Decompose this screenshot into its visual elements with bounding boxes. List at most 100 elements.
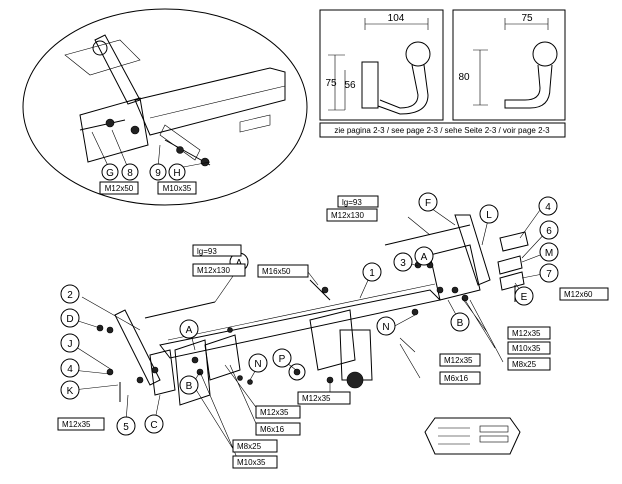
- svg-text:7: 7: [546, 269, 552, 280]
- label-m12x130-left: M12x130: [192, 263, 246, 277]
- svg-text:56: 56: [344, 80, 356, 91]
- svg-text:75: 75: [325, 78, 337, 89]
- svg-text:6: 6: [546, 226, 552, 237]
- svg-text:M10x35: M10x35: [237, 458, 266, 467]
- label-m12x60: M12x60: [559, 287, 609, 301]
- svg-text:4: 4: [67, 364, 73, 375]
- svg-text:75: 75: [521, 13, 533, 24]
- callout-N-1: N: [376, 316, 396, 336]
- svg-text:M16x50: M16x50: [262, 267, 291, 276]
- svg-text:8: 8: [127, 168, 133, 179]
- dimension-panel-right: 75 80: [452, 9, 566, 121]
- label-m12x35-left: M12x35: [57, 417, 105, 431]
- label-m10x35: [157, 181, 197, 195]
- svg-text:P: P: [279, 354, 286, 365]
- callout-L: L: [479, 204, 499, 224]
- callout-C: C: [144, 414, 164, 434]
- svg-text:1: 1: [369, 268, 375, 279]
- label-m6x16-mid: M6x16: [439, 371, 481, 385]
- svg-text:lg=93: lg=93: [342, 198, 362, 207]
- callout-2: 2: [60, 284, 80, 304]
- dimension-panel-left: 104 75 56: [319, 9, 444, 121]
- callout-9: [149, 163, 167, 181]
- main-assembly: [71, 205, 549, 461]
- svg-text:J: J: [68, 339, 73, 350]
- svg-text:4: 4: [545, 202, 551, 213]
- label-m8x25-right: M8x25: [507, 357, 551, 371]
- svg-text:zie pagina 2-3 / see page 2-3: zie pagina 2-3 / see page 2-3 / sehe Sei…: [334, 126, 550, 135]
- svg-text:lg=93: lg=93: [197, 247, 217, 256]
- callout-G: [101, 163, 119, 181]
- svg-text:3: 3: [400, 258, 406, 269]
- svg-text:M10x35: M10x35: [512, 344, 541, 353]
- svg-text:M12x130: M12x130: [331, 211, 364, 220]
- label-m12x35-center: M12x35: [297, 391, 351, 405]
- detail-ellipse: [22, 8, 308, 206]
- label-m12x35-mid: M12x35: [439, 353, 481, 367]
- svg-text:A: A: [186, 325, 193, 336]
- callout-6: 6: [539, 220, 559, 240]
- label-m16x50: M16x50: [257, 264, 309, 278]
- svg-text:A: A: [421, 252, 428, 263]
- svg-text:L: L: [486, 210, 492, 221]
- svg-text:E: E: [521, 292, 528, 303]
- svg-text:M10x35: M10x35: [163, 184, 192, 193]
- svg-text:K: K: [67, 386, 74, 397]
- bolt-spec-labels: lg=93 M12x130 lg=93 M12x130 M16x50 M12x6…: [57, 195, 609, 469]
- label-m10x35-right: M10x35: [507, 341, 551, 355]
- label-lg93-top: lg=93: [337, 195, 379, 208]
- callout-H: [168, 163, 186, 181]
- svg-text:M12x35: M12x35: [302, 394, 331, 403]
- callout-A-2: A: [179, 319, 199, 339]
- svg-text:M8x25: M8x25: [512, 360, 537, 369]
- svg-text:M12x35: M12x35: [444, 356, 473, 365]
- callout-F: F: [418, 192, 438, 212]
- svg-text:N: N: [382, 322, 389, 333]
- label-m12x35-right: M12x35: [507, 326, 551, 340]
- svg-text:M6x16: M6x16: [444, 374, 469, 383]
- callout-J: J: [60, 333, 80, 353]
- svg-text:9: 9: [155, 168, 161, 179]
- detail-callouts: G 8 9 H M12x50 M10x35: [99, 163, 197, 195]
- svg-text:D: D: [66, 314, 73, 325]
- label-m6x16-bottom: M6x16: [255, 422, 301, 436]
- svg-text:G: G: [106, 168, 114, 179]
- svg-text:H: H: [173, 168, 180, 179]
- svg-text:2: 2: [67, 290, 73, 301]
- callout-4-right: 4: [538, 196, 558, 216]
- callout-P: P: [272, 348, 292, 368]
- callout-1: 1: [362, 262, 382, 282]
- svg-text:M12x130: M12x130: [197, 266, 230, 275]
- callout-B-2: B: [179, 375, 199, 395]
- label-lg93-left: lg=93: [192, 244, 242, 257]
- callout-D: D: [60, 308, 80, 328]
- callout-7: 7: [539, 263, 559, 283]
- callout-M: M: [539, 242, 559, 262]
- svg-text:M12x35: M12x35: [512, 329, 541, 338]
- label-m12x50: [99, 181, 139, 195]
- label-m10x35-bottom: M10x35: [232, 455, 278, 469]
- nameplate-label: [424, 417, 521, 455]
- svg-text:M12x35: M12x35: [62, 420, 91, 429]
- svg-text:B: B: [186, 381, 193, 392]
- svg-text:80: 80: [458, 72, 470, 83]
- svg-text:5: 5: [123, 422, 129, 433]
- callout-A-1: A: [414, 246, 434, 266]
- label-m12x130-top: M12x130: [326, 208, 378, 222]
- callout-K: K: [60, 380, 80, 400]
- svg-text:M12x60: M12x60: [564, 290, 593, 299]
- svg-text:C: C: [150, 420, 157, 431]
- page-reference: zie pagina 2-3 / see page 2-3 / sehe Sei…: [319, 122, 566, 138]
- callout-5: 5: [116, 416, 136, 436]
- callout-E: E: [514, 286, 534, 306]
- label-m12x35-bottom: M12x35: [255, 405, 301, 419]
- svg-text:M12x50: M12x50: [105, 184, 134, 193]
- svg-text:N: N: [254, 359, 261, 370]
- svg-text:M12x35: M12x35: [260, 408, 289, 417]
- callout-N-2: N: [248, 353, 268, 373]
- callout-B-1: B: [450, 312, 470, 332]
- callout-3: 3: [393, 252, 413, 272]
- svg-text:M8x25: M8x25: [237, 442, 262, 451]
- svg-text:M: M: [545, 248, 553, 259]
